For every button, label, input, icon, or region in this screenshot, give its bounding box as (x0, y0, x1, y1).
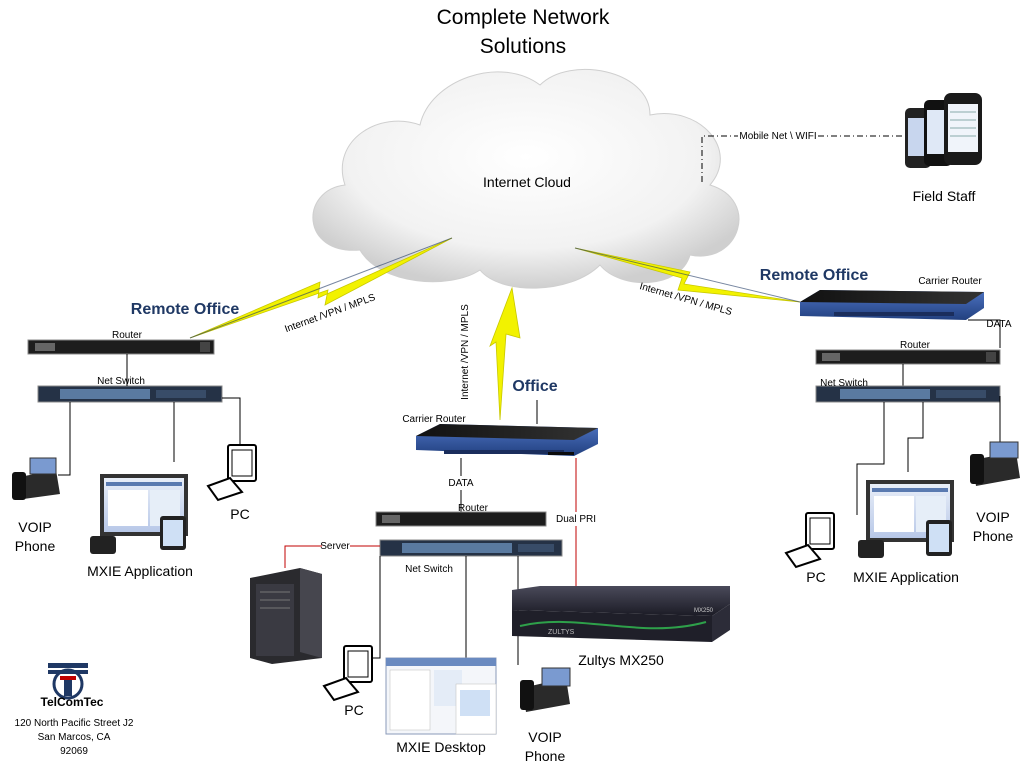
left-net-switch (37, 385, 223, 403)
office-voip-label-2: Phone (525, 748, 566, 764)
office-pc-icon (322, 645, 373, 702)
company-logo-text: TelComTec (41, 695, 104, 709)
office-data-label: DATA (448, 478, 474, 489)
left-router-label: Router (112, 330, 143, 341)
company-address-2: San Marcos, CA (38, 732, 111, 743)
office-voip-phone-icon (520, 667, 571, 712)
left-voip-phone-icon (12, 457, 60, 500)
right-remote-heading: Remote Office (760, 267, 869, 284)
mobile-link-label: Mobile Net \ WIFI (739, 131, 816, 142)
office-dual-pri-label: Dual PRI (556, 514, 596, 525)
office-pc-label: PC (344, 702, 363, 718)
lightning-left (189, 237, 453, 339)
right-voip-label-1: VOIP (976, 509, 1009, 525)
right-carrier-router-label: Carrier Router (918, 276, 982, 287)
right-mxie-application-icon (858, 480, 954, 558)
office-server-label: Server (320, 541, 350, 552)
office-net-switch (379, 539, 563, 557)
right-carrier-router (800, 290, 984, 320)
left-remote-heading: Remote Office (131, 301, 240, 318)
right-data-label: DATA (986, 319, 1012, 330)
office-link-label: Internet /VPN / MPLS (460, 304, 471, 400)
left-pc-icon (206, 444, 257, 502)
left-mxie-label: MXIE Application (87, 563, 193, 579)
office-carrier-router-label: Carrier Router (402, 414, 466, 425)
left-voip-label-2: Phone (15, 538, 56, 554)
office-net-switch-label: Net Switch (405, 564, 453, 575)
field-staff-label: Field Staff (913, 188, 976, 204)
office-router (375, 511, 547, 527)
diagram-title-line1: Complete Network (437, 6, 610, 29)
left-mxie-application-icon (90, 474, 188, 554)
mobile-link: Mobile Net \ WIFI (701, 131, 905, 182)
office-heading: Office (512, 378, 557, 395)
lightning-center (489, 286, 521, 421)
svg-text:ZULTYS: ZULTYS (548, 629, 575, 636)
mxie-desktop-icon (385, 657, 497, 735)
right-pc-label: PC (806, 569, 825, 585)
server-tower-icon (250, 568, 322, 664)
right-router (815, 349, 1001, 365)
smartphones-icon (905, 93, 982, 168)
zultys-label: Zultys MX250 (578, 652, 664, 668)
internet-cloud: Internet Cloud (312, 69, 740, 289)
right-net-switch-label: Net Switch (820, 378, 868, 389)
right-router-label: Router (900, 340, 931, 351)
telcomtec-logo-icon (48, 663, 88, 700)
left-pc-label: PC (230, 506, 249, 522)
company-address-3: 92069 (60, 746, 88, 757)
svg-text:MX250: MX250 (694, 608, 714, 614)
zultys-mx250-icon: ZULTYS MX250 (512, 586, 730, 642)
office-voip-label-1: VOIP (528, 729, 561, 745)
left-router (27, 339, 215, 355)
right-pc-icon (784, 512, 835, 569)
right-voip-label-2: Phone (973, 528, 1014, 544)
left-voip-label-1: VOIP (18, 519, 51, 535)
office-carrier-router (416, 424, 598, 456)
company-address-1: 120 North Pacific Street J2 (15, 718, 134, 729)
cloud-label: Internet Cloud (483, 174, 571, 190)
right-net-switch (815, 385, 1001, 403)
right-mxie-label: MXIE Application (853, 569, 959, 585)
mxie-desktop-label: MXIE Desktop (396, 739, 486, 755)
left-net-switch-label: Net Switch (97, 376, 145, 387)
office-router-label: Router (458, 503, 489, 514)
diagram-title-line2: Solutions (480, 35, 566, 58)
right-voip-phone-icon (970, 441, 1020, 486)
